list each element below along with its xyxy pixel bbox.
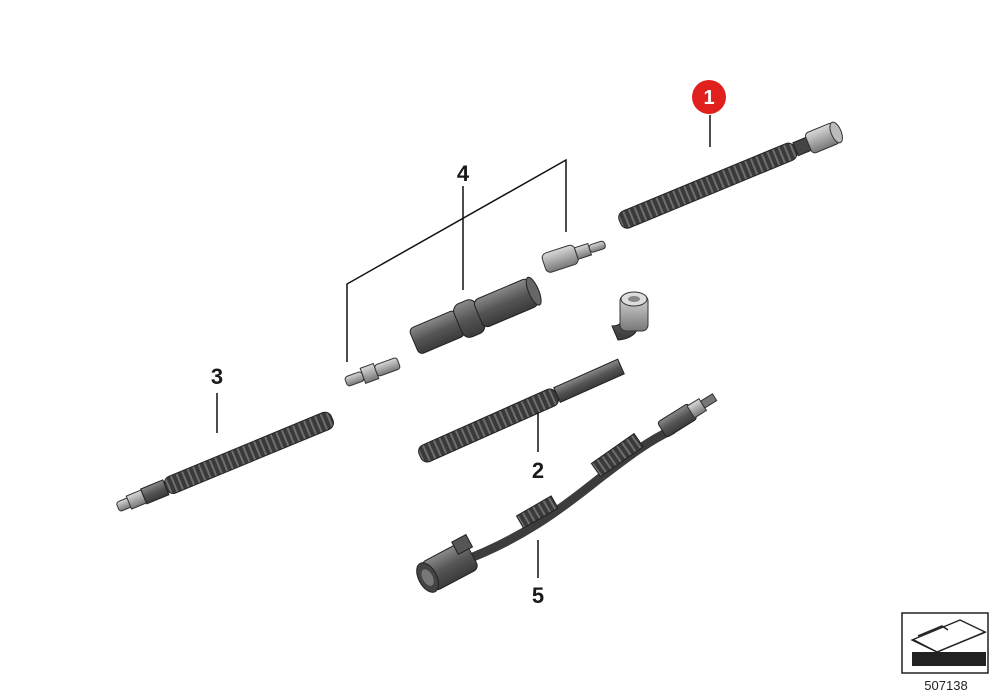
callout-1-highlight-badge bbox=[692, 80, 726, 114]
reference-box: 507138 bbox=[901, 612, 989, 693]
part-3-hose[interactable] bbox=[114, 410, 335, 515]
part-4-connector-set[interactable] bbox=[343, 235, 608, 390]
part-5-cable[interactable] bbox=[410, 390, 719, 596]
leader-4-bracket bbox=[346, 158, 567, 362]
callout-1[interactable]: 1 bbox=[692, 80, 726, 114]
part-2-hose-elbow[interactable] bbox=[416, 291, 649, 464]
callout-5-label[interactable]: 5 bbox=[532, 583, 544, 608]
reference-number: 507138 bbox=[924, 678, 967, 693]
leader-lines bbox=[216, 115, 711, 578]
callout-2-label[interactable]: 2 bbox=[532, 458, 544, 483]
callout-4-label[interactable]: 4 bbox=[457, 161, 470, 186]
callout-1-label: 1 bbox=[703, 87, 714, 109]
callout-3-label[interactable]: 3 bbox=[211, 364, 223, 389]
part-1-hose[interactable] bbox=[616, 120, 845, 232]
reference-icon bbox=[910, 619, 987, 666]
